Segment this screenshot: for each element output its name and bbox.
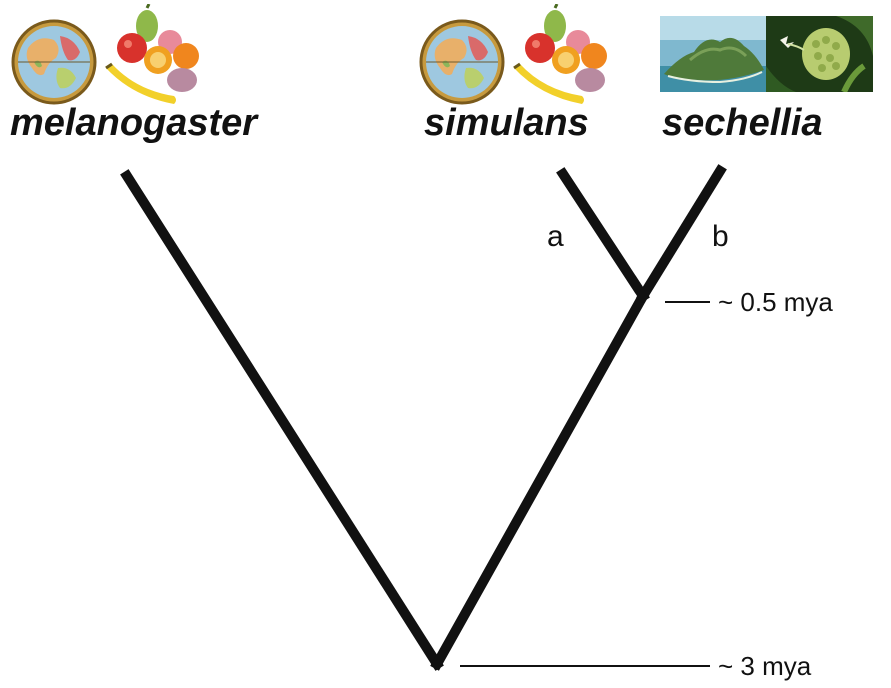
- branch-label-b: b: [712, 220, 729, 253]
- species-label-melanogaster: melanogaster: [10, 102, 258, 144]
- branch-melanogaster: [120, 169, 444, 671]
- time-label-recent: ~ 0.5 mya: [718, 287, 833, 317]
- fruit-pile-icon: [102, 3, 210, 108]
- branch-simulans-sechellia-stem: [430, 289, 650, 671]
- noni-fruit-icon: [766, 16, 873, 94]
- fruit-pile-icon: [510, 3, 618, 108]
- branch-label-a: a: [547, 220, 564, 253]
- species-label-simulans: simulans: [424, 102, 589, 144]
- branch-sechellia: [636, 164, 727, 303]
- island-photo-icon: [660, 16, 766, 92]
- globe-icon: [10, 18, 98, 106]
- time-label-root: ~ 3 mya: [718, 651, 812, 681]
- species-label-sechellia: sechellia: [662, 102, 823, 144]
- branch-simulans: [556, 167, 650, 303]
- globe-icon: [418, 18, 506, 106]
